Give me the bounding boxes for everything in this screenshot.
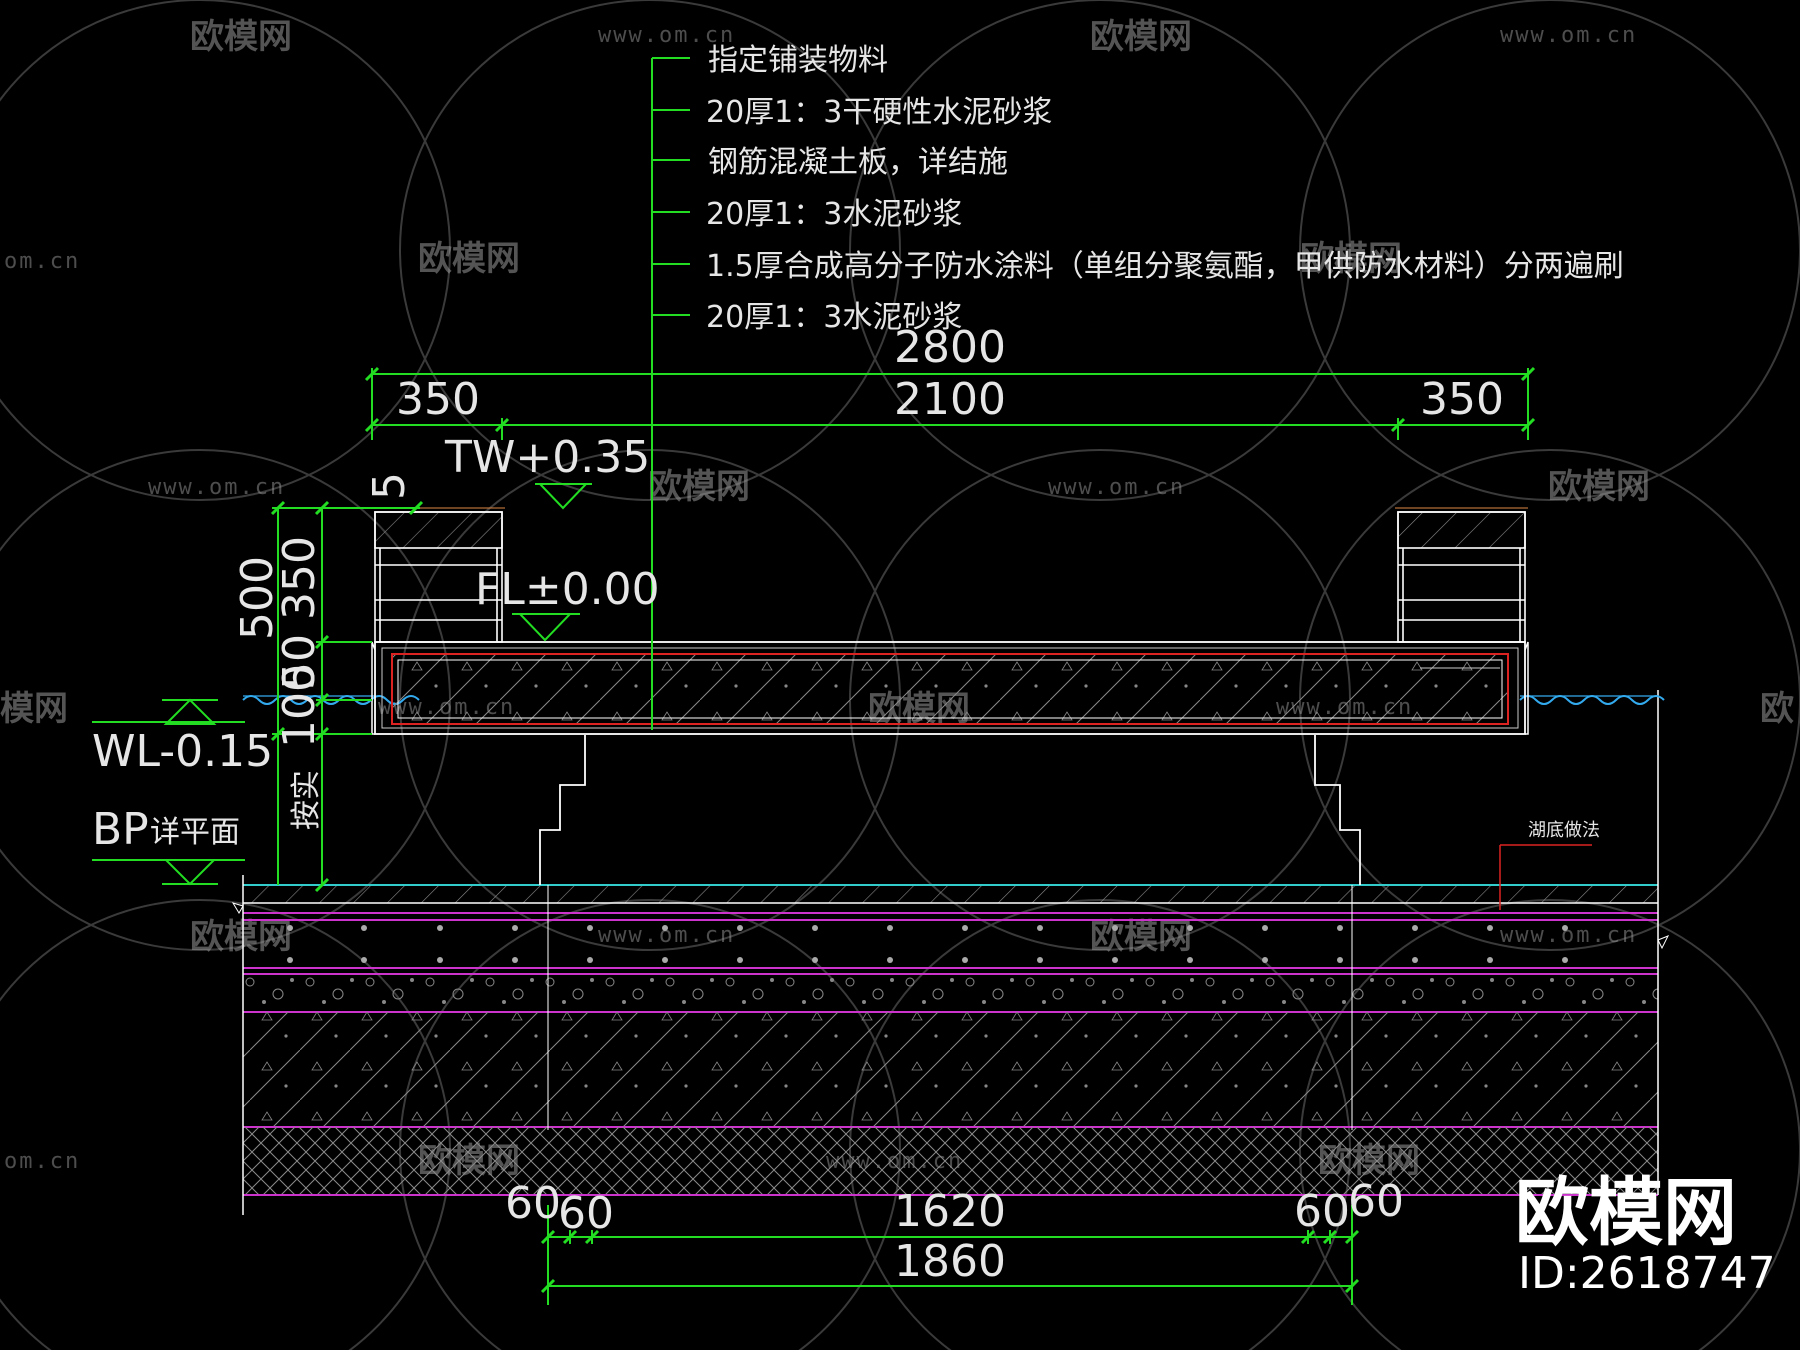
watermark-url: om.cn [4, 1149, 80, 1174]
dimension-footing-span: 1620 [894, 1186, 1006, 1237]
level-top-of-wall: TW+0.35 [444, 432, 650, 483]
watermark-brand: 模网 [0, 689, 68, 729]
dimension-footing-a: 60 [505, 1178, 561, 1229]
watermark-url: www.om.cn [148, 475, 285, 500]
water-surface [242, 695, 1665, 705]
layer-leader [651, 57, 690, 730]
watermark-brand: 欧模网 [1090, 17, 1192, 57]
top-dimensions [364, 366, 1536, 440]
dimension-footing-d: 60 [1348, 1176, 1404, 1227]
footings [539, 735, 1361, 1130]
watermark-brand: 欧模网 [190, 17, 292, 57]
watermark-brand: 欧模网 [1300, 239, 1402, 279]
dimension-fill-label: 按实 [289, 770, 324, 830]
dimension-100: 100 [274, 664, 325, 748]
lakebed-note: 湖底做法 [1528, 820, 1600, 841]
brand-logo: 欧模网 [1515, 1170, 1737, 1256]
dimension-left-curb: 350 [396, 374, 480, 425]
layer-label: 指定铺装物料 [708, 43, 888, 78]
level-water: WL-0.15 [92, 726, 273, 777]
watermark-brand: 欧模网 [190, 917, 292, 957]
layer-labels: 指定铺装物料 20厚1：3干硬性水泥砂浆 钢筋混凝土板，详结施 20厚1：3水泥… [706, 43, 1624, 335]
gravel-dots [287, 925, 1568, 963]
watermark-url: www.om.cn [598, 23, 735, 48]
watermark-url: www.om.cn [1048, 475, 1185, 500]
dimension-total-height: 500 [232, 556, 283, 640]
watermark-url: www.om.cn [1500, 923, 1637, 948]
bridge-slab [371, 641, 1529, 735]
layer-label: 1.5厚合成高分子防水涂料（单组分聚氨酯，甲供防水材料）分两遍刷 [706, 249, 1624, 284]
lakebed-leader [1499, 844, 1592, 910]
dimension-footing-total: 1860 [894, 1236, 1006, 1287]
left-dimensions [270, 500, 424, 893]
watermark-url: om.cn [4, 249, 80, 274]
layer-label: 钢筋混凝土板，详结施 [708, 145, 1008, 180]
level-floor: FL±0.00 [475, 564, 660, 615]
dimension-footing-b: 60 [558, 1188, 614, 1239]
dimension-curb-top: 5 [364, 472, 415, 500]
dimension-50: 50 [274, 634, 325, 690]
level-markers [92, 483, 592, 886]
watermark-brand: 欧模网 [418, 239, 520, 279]
dimension-deck: 2100 [894, 374, 1006, 425]
right-curb [1395, 507, 1528, 643]
layer-label: 20厚1：3水泥砂浆 [706, 300, 962, 335]
lakebed-layers [231, 690, 1670, 1215]
watermark-url: www.om.cn [1500, 23, 1637, 48]
dimension-curb-height: 350 [274, 536, 325, 620]
level-bottom: BP [92, 804, 149, 855]
left-curb [372, 507, 505, 643]
watermark-brand: 欧模网 [1548, 467, 1650, 507]
watermark-brand: 欧模网 [1090, 917, 1192, 957]
watermark-brand: 欧模网 [648, 467, 750, 507]
brand-id: ID:2618747 [1518, 1248, 1776, 1299]
layer-label: 20厚1：3干硬性水泥砂浆 [706, 95, 1052, 130]
dimension-right-curb: 350 [1420, 374, 1504, 425]
dimension-total-width: 2800 [894, 322, 1006, 373]
bottom-dimensions [540, 1205, 1360, 1305]
level-bottom-note: 详平面 [150, 815, 240, 850]
watermark-brand: 欧 [1760, 689, 1794, 729]
dimension-footing-c: 60 [1294, 1186, 1350, 1237]
layer-label: 20厚1：3水泥砂浆 [706, 197, 962, 232]
